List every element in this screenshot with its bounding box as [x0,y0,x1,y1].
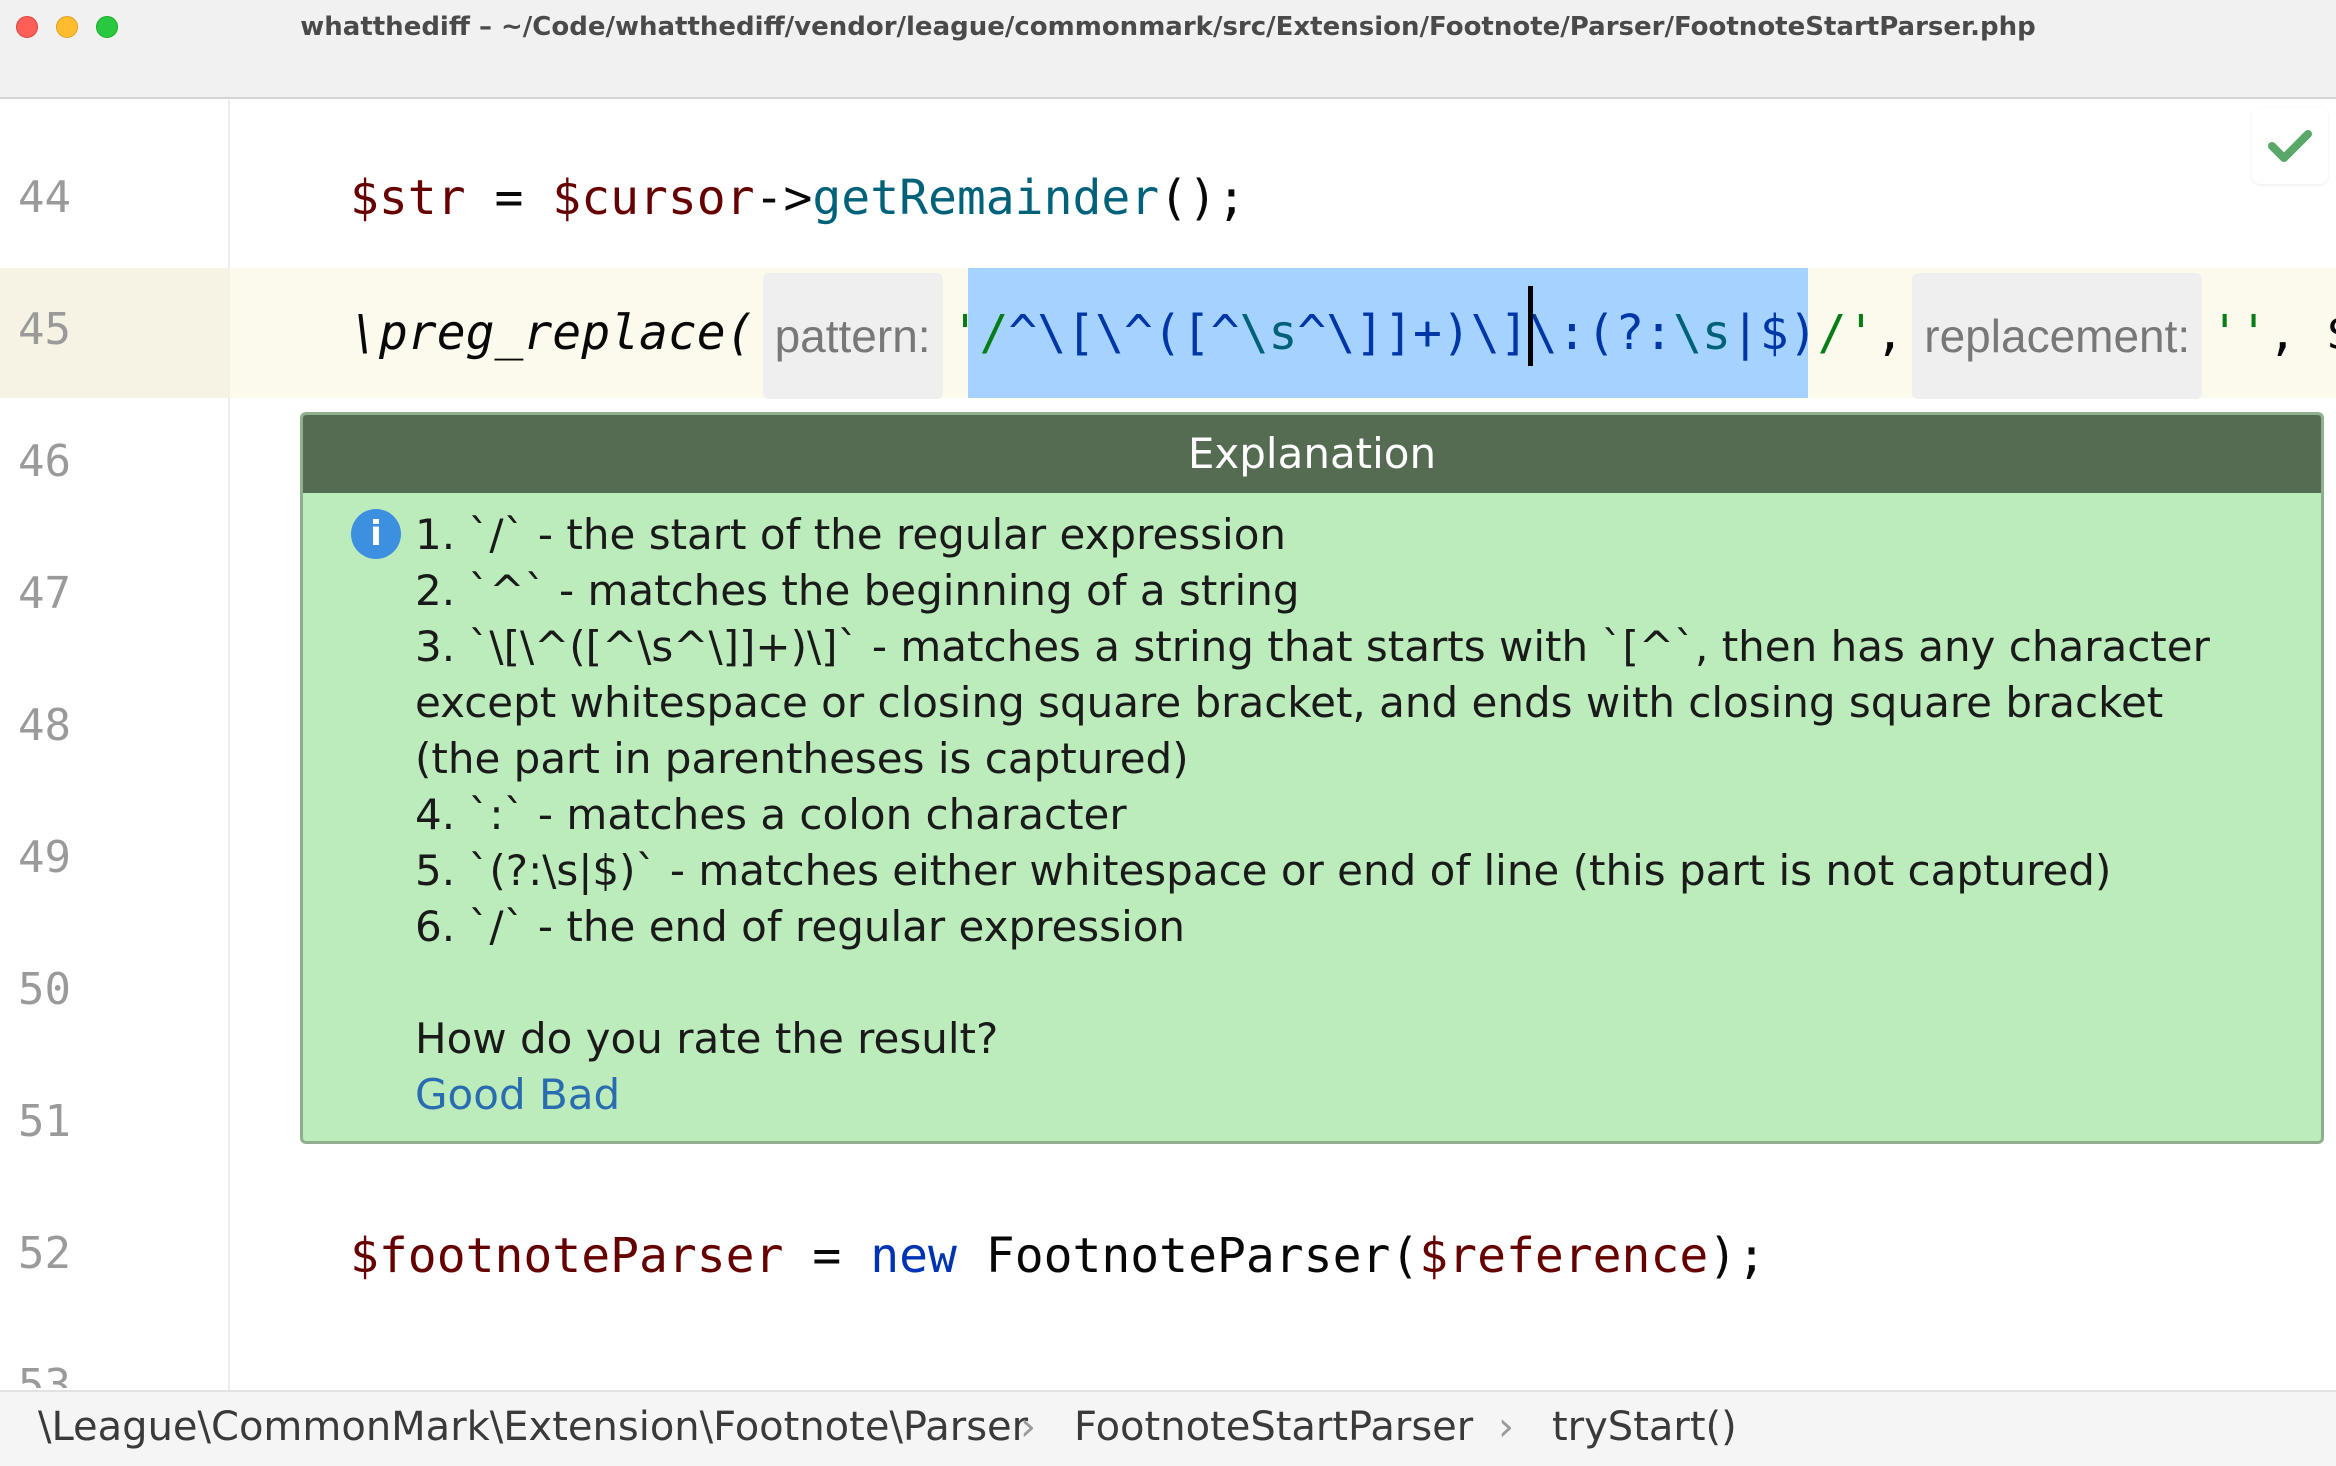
breadcrumb-namespace[interactable]: \League\CommonMark\Extension\Footnote\Pa… [38,1404,1029,1450]
line-number: 50 [18,964,71,1015]
regex-token: ^\[\^([^ [1008,305,1240,361]
title-bar: whatthediff – ~/Code/whatthediff/vendor/… [0,0,2336,99]
regex-escape: \s [1673,305,1731,361]
code-token-variable: $reference [1419,1228,1709,1284]
code-token-operator: = [783,1228,871,1284]
window-title: whatthediff – ~/Code/whatthediff/vendor/… [300,12,2036,42]
explanation-popup[interactable]: Explanation i 1. `/` - the start of the … [300,412,2324,1144]
regex-token: ^\]]+)\]\ [1297,305,1558,361]
maximize-window-button[interactable] [96,16,118,38]
popup-title: Explanation [303,415,2321,493]
breadcrumb: \League\CommonMark\Extension\Footnote\Pa… [0,1390,2336,1466]
code-token-class: FootnoteParser( [956,1228,1420,1284]
code-token-variable: $footnoteParser [350,1228,784,1284]
explanation-line: 2. `^` - matches the beginning of a stri… [415,566,1300,615]
line-number: 52 [18,1228,71,1279]
parameter-hint-pattern: pattern: [762,273,943,399]
code-token-variable: $cursor [552,170,755,226]
bad-feedback-link[interactable]: Bad [538,1070,621,1119]
code-line-45[interactable]: \preg_replace(pattern:'/^\[\^([^\s^\]]+)… [350,270,2336,399]
code-token-punct: , [1875,305,1905,361]
regex-token: |$) [1730,305,1818,361]
good-feedback-link[interactable]: Good [415,1070,526,1119]
code-token-punct: , $ [2268,305,2336,361]
regex-token: :(?: [1557,305,1674,361]
code-line-52[interactable]: $footnoteParser = new FootnoteParser($re… [350,1228,1766,1284]
regex-delimiter: / [1817,305,1847,361]
parameter-hint-replacement: replacement: [1912,273,2203,399]
inspection-status[interactable] [2252,108,2328,184]
code-token-method: getRemainder [812,170,1160,226]
explanation-line: 6. `/` - the end of regular expression [415,902,1186,951]
regex-escape: \s [1239,305,1298,361]
code-token-string: '' [2210,305,2268,361]
feedback-links: Good Bad [415,1067,2295,1123]
close-window-button[interactable] [16,16,38,38]
code-token-variable: $str [350,170,466,226]
code-token-punct: (); [1159,170,1246,226]
code-token-keyword: new [870,1228,957,1284]
explanation-line: except whitespace or closing square brac… [415,678,2164,727]
code-line-44[interactable]: $str = $cursor->getRemainder(); [350,170,1246,226]
info-icon: i [351,509,401,559]
explanation-line: 1. `/` - the start of the regular expres… [415,510,1287,559]
rate-question: How do you rate the result? [415,1014,999,1063]
code-token-function: \preg_replace( [350,305,755,361]
current-line-gutter-highlight [0,268,230,398]
explanation-line: 3. `\[\^([^\s^\]]+)\]` - matches a strin… [415,622,2210,671]
explanation-line: (the part in parentheses is captured) [415,734,1189,783]
breadcrumb-method[interactable]: tryStart() [1552,1404,1737,1450]
text-caret [1528,286,1533,366]
checkmark-icon [2268,130,2312,162]
line-number: 53 [18,1360,71,1388]
line-number: 44 [18,172,71,223]
breadcrumb-separator: › [1498,1404,1514,1450]
code-token-arrow: -> [754,170,813,226]
line-number: 49 [18,832,71,883]
code-token-quote: ' [1846,305,1876,361]
minimize-window-button[interactable] [56,16,78,38]
explanation-line: 4. `:` - matches a colon character [415,790,1127,839]
line-number: 47 [18,568,71,619]
code-token-punct: ); [1708,1228,1767,1284]
line-number: 45 [18,304,71,355]
explanation-line: 5. `(?:\s|$)` - matches either whitespac… [415,846,2112,895]
line-number: 48 [18,700,71,751]
text-selection [968,268,1808,398]
code-token-quote: ' [950,305,980,361]
breadcrumb-separator: › [1020,1404,1036,1450]
regex-delimiter: / [979,305,1009,361]
code-token-operator: = [465,170,553,226]
breadcrumb-class[interactable]: FootnoteStartParser [1074,1404,1474,1450]
line-number: 51 [18,1096,71,1147]
explanation-body: 1. `/` - the start of the regular expres… [415,507,2295,1123]
line-number: 46 [18,436,71,487]
